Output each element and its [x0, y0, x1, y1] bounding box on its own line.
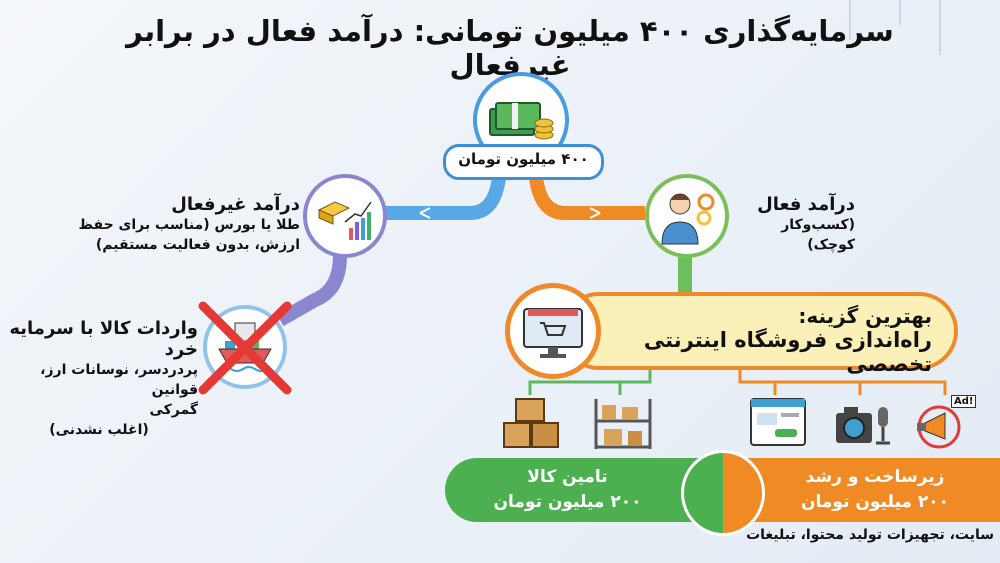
website-icon [750, 398, 806, 446]
gold-bars-chart-icon [317, 201, 372, 240]
amount-pill: ۴۰۰ میلیون تومان [443, 144, 604, 180]
active-node [645, 174, 729, 258]
money-stack-icon [489, 102, 554, 140]
growth-amount: ۲۰۰ میلیون تومان [801, 492, 949, 512]
businessman-gears-icon [661, 193, 715, 245]
active-title: درآمد فعال [757, 194, 855, 215]
growth-caption: سایت، تجهیزات تولید محتوا، تبلیغات [746, 527, 994, 543]
split-circle [681, 450, 765, 536]
import-line3: (اغلب نشدنی) [49, 422, 149, 438]
active-text: درآمد فعال (کسب‌وکار کوچک) [745, 194, 855, 255]
passive-text: درآمد غیرفعال طلا یا بورس (مناسب برای حف… [79, 194, 301, 255]
passive-line2: ارزش، بدون فعالیت مستقیم) [95, 237, 300, 253]
import-text: واردات کالا با سرمایه خرد پردردسر، نوسان… [0, 318, 198, 440]
passive-line1: طلا یا بورس (مناسب برای حفظ [78, 217, 301, 233]
camera-microphone-icon [836, 407, 890, 445]
best-line1: بهترین گزینه: [798, 304, 932, 328]
supply-bar: تامین کالا ۲۰۰ میلیون تومان [445, 458, 720, 522]
best-option-banner: بهترین گزینه: راه‌اندازی فروشگاه اینترنت… [560, 292, 958, 376]
import-line2: گمرکی [149, 402, 198, 418]
online-shop-monitor-icon [523, 308, 583, 358]
passive-node [303, 174, 387, 258]
supply-amount: ۲۰۰ میلیون تومان [493, 492, 642, 512]
ad-badge: Ad! [951, 395, 977, 408]
active-subtitle: (کسب‌وکار کوچک) [781, 217, 855, 253]
online-shop-node [505, 283, 601, 379]
import-line1: پردردسر، نوسانات ارز، قوانین [40, 362, 198, 398]
shelves-icon [594, 399, 652, 449]
growth-title: زیرساخت و رشد [805, 467, 945, 487]
passive-title: درآمد غیرفعال [171, 194, 300, 215]
supply-title: تامین کالا [527, 467, 608, 487]
path-to-import [276, 254, 347, 327]
growth-bar: زیرساخت و رشد ۲۰۰ میلیون تومان [720, 458, 1000, 522]
import-title: واردات کالا با سرمایه خرد [9, 318, 198, 360]
cross-mark-icon [198, 301, 292, 395]
best-line2: راه‌اندازی فروشگاه اینترنتی تخصصی [643, 328, 932, 376]
page-title: سرمایه‌گذاری ۴۰۰ میلیون تومانی: درآمد فع… [126, 14, 894, 82]
boxes-icon [503, 398, 559, 448]
megaphone-ad-icon: Ad! [915, 393, 977, 451]
